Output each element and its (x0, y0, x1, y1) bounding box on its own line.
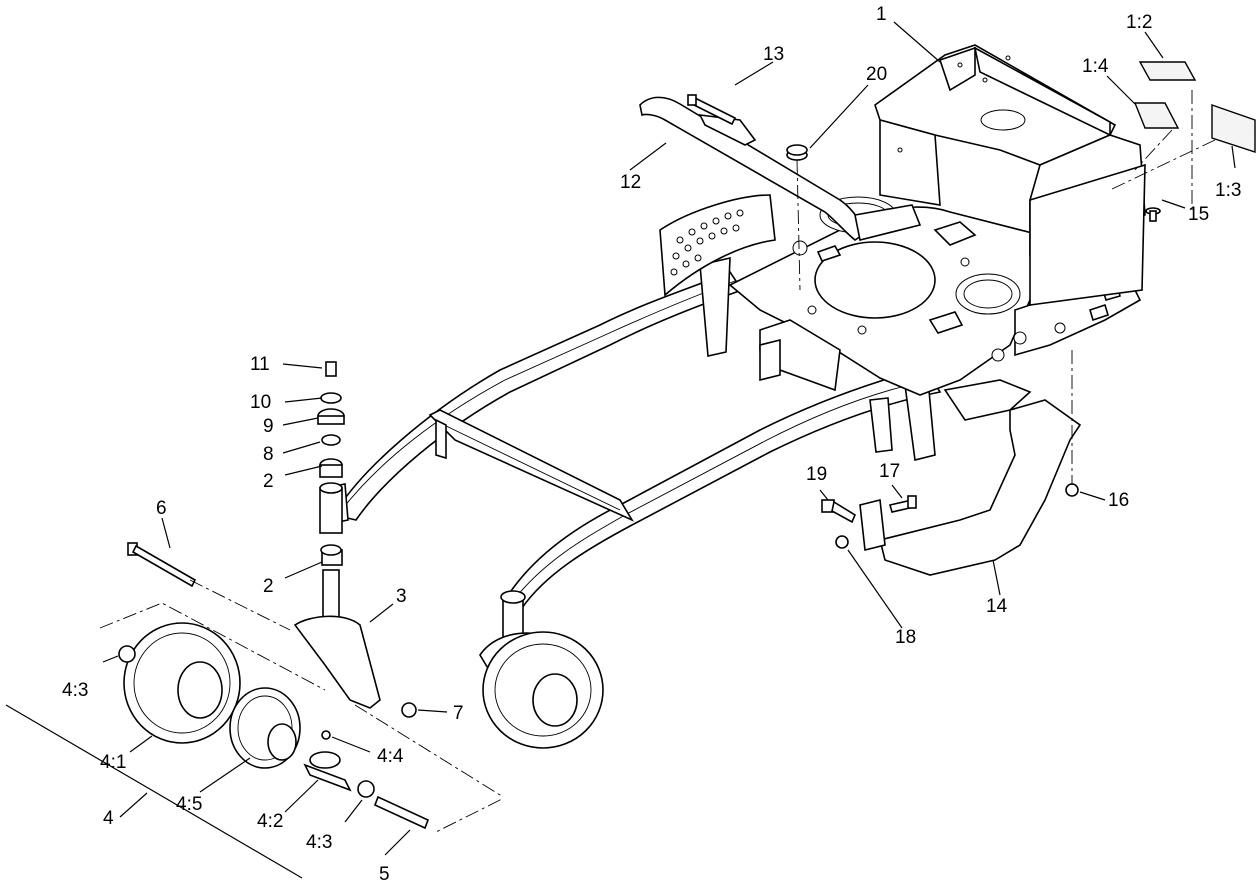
callout-4-2: 4:2 (257, 811, 283, 832)
bolt-6 (127, 542, 197, 588)
decal-1-3 (1211, 104, 1256, 153)
alignment-lines (99, 90, 1216, 833)
callout-1-2: 1:2 (1126, 12, 1152, 33)
callout-2-lower: 2 (263, 576, 274, 597)
callout-5: 5 (379, 864, 390, 885)
wheel-rim-4-5 (229, 687, 301, 769)
control-tower-housing (874, 44, 1146, 306)
callout-4-3-upper: 4:3 (62, 680, 88, 701)
callout-1: 1 (876, 4, 887, 25)
callout-11: 11 (250, 354, 270, 375)
skid-plate-14 (859, 399, 1082, 576)
steering-handle-bar (639, 96, 922, 241)
main-frame (324, 256, 942, 610)
leader-lines (5, 21, 1236, 879)
callout-labels: 1 1:2 1:4 1:3 13 20 12 15 11 10 9 8 2 2 … (62, 4, 1241, 885)
axle-5 (373, 795, 430, 830)
callout-4-5: 4:5 (176, 794, 202, 815)
callout-19: 19 (806, 464, 827, 485)
callout-16: 16 (1108, 490, 1129, 511)
callout-20: 20 (866, 64, 887, 85)
nut-7 (401, 702, 417, 718)
wheel-tire-4-1 (123, 622, 241, 744)
callout-4-3-lower: 4:3 (306, 832, 332, 853)
decal-1-4 (1133, 102, 1180, 129)
callout-10: 10 (250, 392, 271, 413)
nut-18 (835, 535, 849, 549)
engine-deck-plate (659, 194, 1142, 421)
callout-1-4: 1:4 (1082, 56, 1109, 77)
callout-15: 15 (1188, 204, 1209, 225)
callout-8: 8 (263, 444, 274, 465)
bolt-15 (1145, 207, 1161, 222)
callout-14: 14 (986, 596, 1008, 617)
callout-13: 13 (763, 44, 784, 65)
spacer-4-3-lower (357, 780, 375, 798)
callout-18: 18 (895, 627, 916, 648)
callout-9: 9 (263, 416, 274, 437)
right-caster-wheel (479, 590, 604, 749)
vent-holes-left (670, 209, 744, 276)
callout-12: 12 (620, 172, 641, 193)
caster-stack (293, 361, 381, 709)
decal-1-2 (1138, 61, 1197, 81)
grommet-20 (786, 144, 808, 161)
callout-17: 17 (879, 461, 900, 482)
callout-7: 7 (453, 703, 464, 724)
bolt-13 (687, 94, 737, 126)
bolt-17 (888, 495, 917, 513)
callout-4: 4 (103, 808, 114, 829)
callout-4-1: 4:1 (100, 752, 126, 773)
fitting-4-4 (321, 730, 331, 740)
callout-6: 6 (156, 498, 167, 519)
callout-3: 3 (396, 586, 407, 607)
nut-16 (1065, 483, 1079, 497)
spacer-4-3-upper (118, 645, 136, 663)
callout-1-3: 1:3 (1215, 180, 1241, 201)
callout-4-4: 4:4 (377, 746, 404, 767)
callout-2-upper: 2 (263, 471, 274, 492)
spacer-4-2 (303, 751, 352, 792)
spacer-19 (821, 499, 857, 524)
